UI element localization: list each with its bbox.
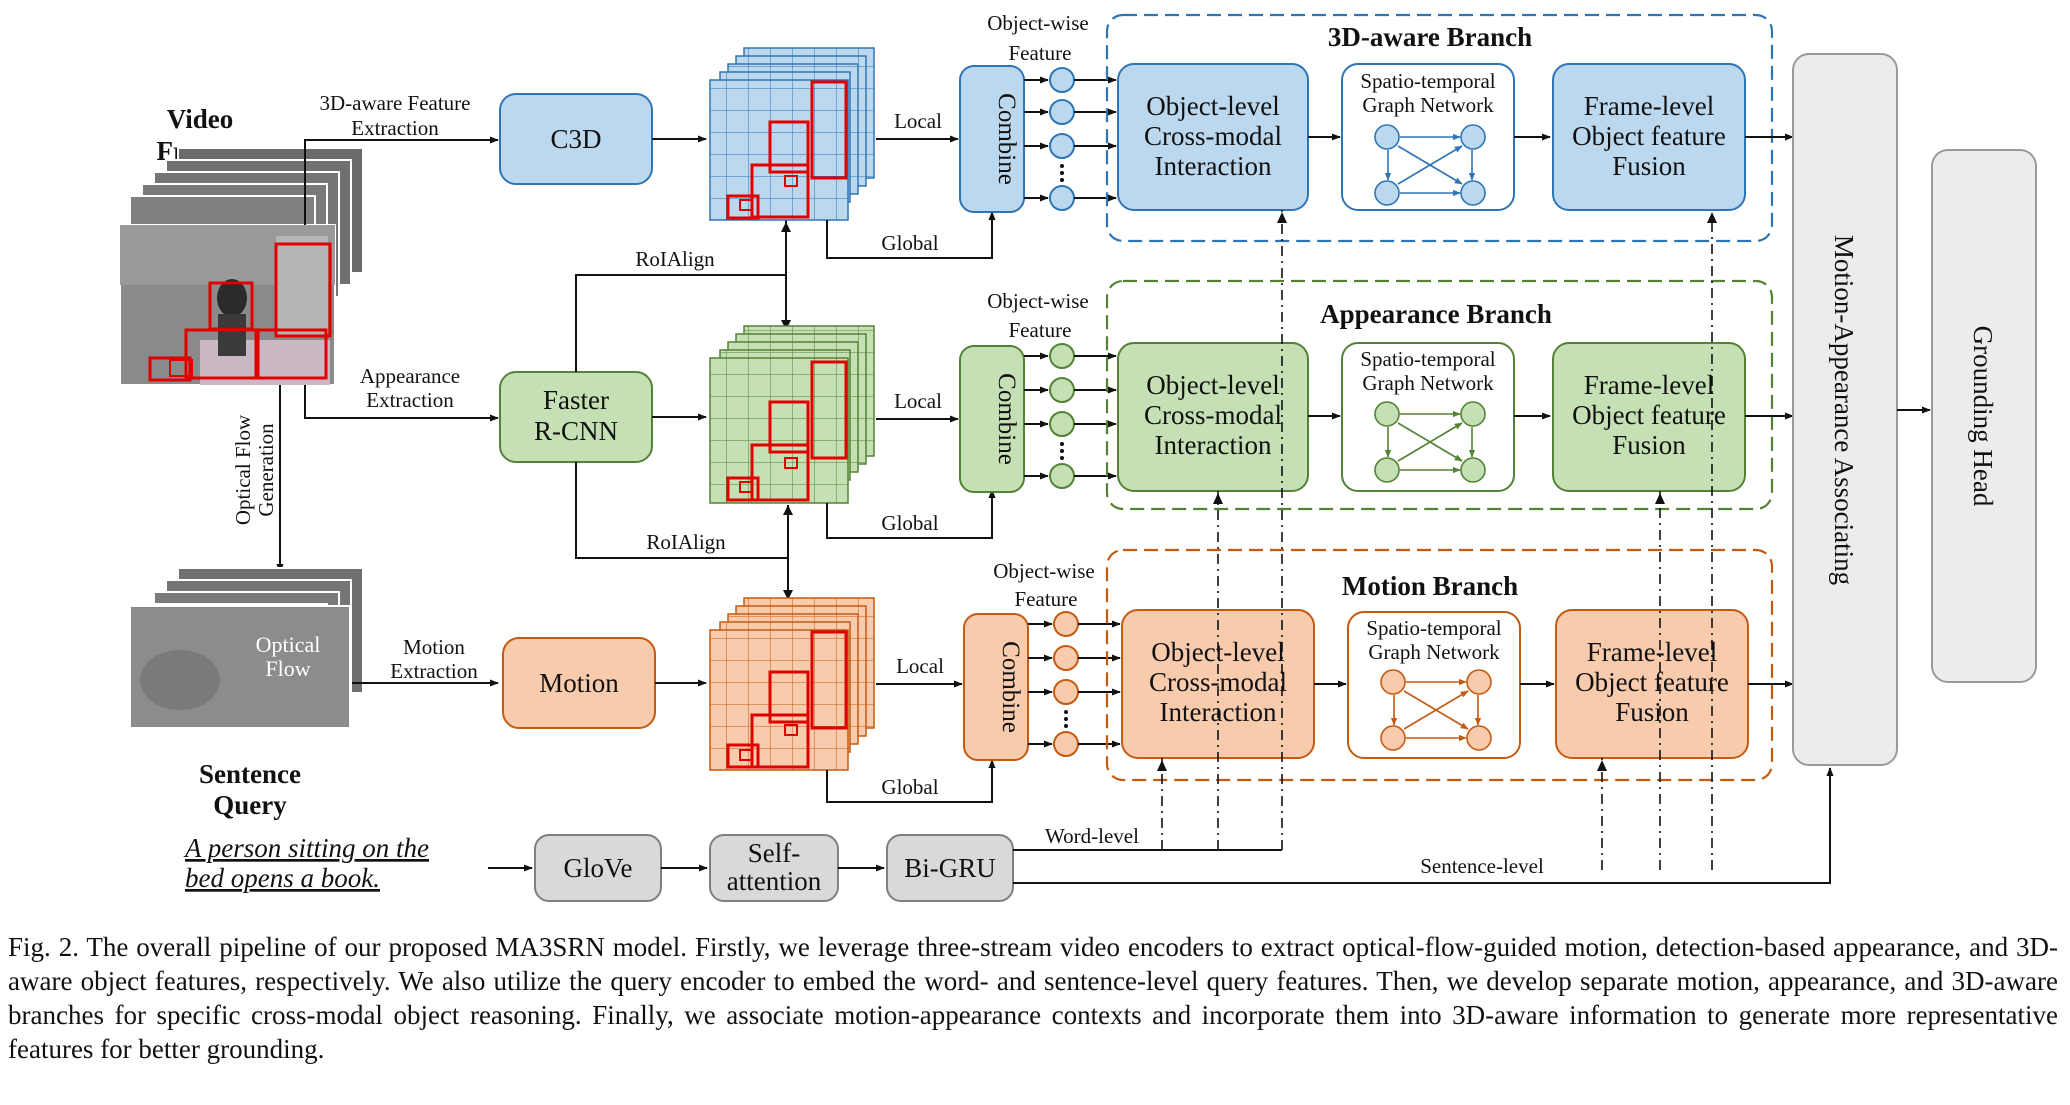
object-wise-label-3d: Object-wise bbox=[987, 11, 1088, 35]
cross-branch-connectors bbox=[1161, 210, 1713, 870]
combine-box-appearance bbox=[959, 345, 1025, 493]
object-interaction-label-appearance-2: Cross-modal bbox=[1144, 400, 1282, 430]
global-label-appearance: Global bbox=[881, 511, 938, 535]
branch-motion-title: Motion Branch bbox=[1342, 571, 1518, 601]
branch-appearance-title: Appearance Branch bbox=[1320, 299, 1552, 329]
faster-rcnn-label-2: R-CNN bbox=[534, 416, 618, 446]
roialign-label-top: RoIAlign bbox=[635, 247, 715, 271]
sentence-query-title-2: Query bbox=[213, 790, 287, 820]
appearance-extraction-label: Appearance bbox=[360, 364, 460, 388]
query-sentence-line-1: A person sitting on the bbox=[183, 833, 429, 863]
feature-volume-appearance bbox=[709, 325, 875, 504]
graph-icon-motion bbox=[1380, 669, 1492, 751]
graph-network-label-motion-2: Graph Network bbox=[1368, 640, 1500, 664]
frame-fusion-label-appearance: Frame-level bbox=[1584, 370, 1714, 400]
optical-flow-stack bbox=[129, 567, 364, 730]
self-attention-label-2: attention bbox=[727, 866, 822, 896]
feature-volume-3d bbox=[709, 47, 875, 221]
word-level-label: Word-level bbox=[1045, 824, 1139, 848]
local-label-3d: Local bbox=[894, 109, 942, 133]
feature-volume-motion bbox=[709, 597, 875, 771]
video-frames-stack bbox=[119, 147, 364, 386]
bigru-box bbox=[886, 834, 1014, 902]
local-label-motion: Local bbox=[896, 654, 944, 678]
bigru-label: Bi-GRU bbox=[904, 853, 996, 883]
combine-label-motion: Combine bbox=[997, 641, 1024, 733]
combine-label-appearance: Combine bbox=[993, 373, 1020, 465]
graph-icon-appearance bbox=[1374, 401, 1486, 483]
feature-3d-extraction-label: 3D-aware Feature bbox=[320, 91, 471, 115]
object-wise-label-appearance-2: Feature bbox=[1009, 318, 1072, 342]
graph-network-label-3d: Spatio-temporal bbox=[1360, 69, 1495, 93]
grounding-head-box bbox=[1931, 149, 2037, 683]
motion-appearance-associating-label: Motion-Appearance Associating bbox=[1829, 235, 1859, 585]
branch-3d-aware bbox=[1105, 13, 1774, 243]
glove-label: GloVe bbox=[564, 853, 633, 883]
frame-fusion-label-motion-3: Fusion bbox=[1615, 697, 1689, 727]
caption-label: Fig. 2. bbox=[8, 932, 79, 962]
object-wise-label-appearance: Object-wise bbox=[987, 289, 1088, 313]
frame-fusion-label-motion: Frame-level bbox=[1587, 637, 1717, 667]
optical-flow-generation-label-2: Generation bbox=[254, 423, 278, 517]
graph-network-label-motion: Spatio-temporal bbox=[1366, 616, 1501, 640]
graph-network-label-appearance: Spatio-temporal bbox=[1360, 347, 1495, 371]
branch-3d-aware-title: 3D-aware Branch bbox=[1328, 22, 1532, 52]
motion-encoder-label: Motion bbox=[539, 668, 619, 698]
object-interaction-label-3d: Object-level bbox=[1146, 91, 1279, 121]
caption-text: The overall pipeline of our proposed MA3… bbox=[8, 932, 2058, 1064]
self-attention-label: Self- bbox=[748, 838, 800, 868]
object-wise-label-motion: Object-wise bbox=[993, 559, 1094, 583]
object-wise-label-motion-2: Feature bbox=[1015, 587, 1078, 611]
global-label-3d: Global bbox=[881, 231, 938, 255]
combine-box-3d bbox=[959, 65, 1025, 213]
object-nodes-3d bbox=[1024, 67, 1117, 211]
graph-network-label-3d-2: Graph Network bbox=[1362, 93, 1494, 117]
video-frames-title: Video bbox=[167, 104, 234, 134]
object-nodes-appearance bbox=[1024, 343, 1117, 489]
frame-fusion-label-appearance-2: Object feature bbox=[1572, 400, 1726, 430]
frame-fusion-label-3d-3: Fusion bbox=[1612, 151, 1686, 181]
branch-motion bbox=[1105, 548, 1774, 782]
object-interaction-label-3d-3: Interaction bbox=[1155, 151, 1272, 181]
query-sentence-line-2: bed opens a book. bbox=[185, 863, 380, 893]
graph-icon-3d bbox=[1374, 124, 1486, 206]
sentence-query-title: Sentence bbox=[199, 759, 301, 789]
graph-network-label-appearance-2: Graph Network bbox=[1362, 371, 1494, 395]
grounding-head-label: Grounding Head bbox=[1968, 326, 1998, 507]
frame-fusion-label-3d-2: Object feature bbox=[1572, 121, 1726, 151]
object-wise-label-3d-2: Feature bbox=[1009, 41, 1072, 65]
object-nodes-motion bbox=[1028, 611, 1121, 757]
combine-label-3d: Combine bbox=[993, 93, 1020, 185]
motion-extraction-label: Motion bbox=[403, 635, 465, 659]
optical-flow-generation-label: Optical Flow bbox=[231, 414, 255, 525]
figure-caption: Fig. 2. The overall pipeline of our prop… bbox=[8, 930, 2058, 1066]
frame-fusion-label-appearance-3: Fusion bbox=[1612, 430, 1686, 460]
optical-flow-text: Optical bbox=[256, 632, 321, 657]
frame-fusion-label-3d: Frame-level bbox=[1584, 91, 1714, 121]
global-label-motion: Global bbox=[881, 775, 938, 799]
c3d-label: C3D bbox=[550, 124, 601, 154]
object-interaction-label-appearance-3: Interaction bbox=[1155, 430, 1272, 460]
combine-box-motion bbox=[963, 613, 1029, 761]
object-interaction-label-3d-2: Cross-modal bbox=[1144, 121, 1282, 151]
optical-flow-text-2: Flow bbox=[265, 656, 310, 681]
appearance-extraction-label-2: Extraction bbox=[366, 388, 454, 412]
object-interaction-label-appearance: Object-level bbox=[1146, 370, 1279, 400]
faster-rcnn-label: Faster bbox=[543, 385, 609, 415]
motion-extraction-label-2: Extraction bbox=[390, 659, 478, 683]
feature-3d-extraction-label-2: Extraction bbox=[351, 116, 439, 140]
local-label-appearance: Local bbox=[894, 389, 942, 413]
branch-appearance bbox=[1105, 279, 1774, 511]
roialign-label-bottom: RoIAlign bbox=[646, 530, 726, 554]
pipeline-diagram: Video Frames Optical Flow Generation Opt… bbox=[119, 11, 2037, 902]
sentence-level-label: Sentence-level bbox=[1420, 854, 1544, 878]
frame-fusion-label-motion-2: Object feature bbox=[1575, 667, 1729, 697]
